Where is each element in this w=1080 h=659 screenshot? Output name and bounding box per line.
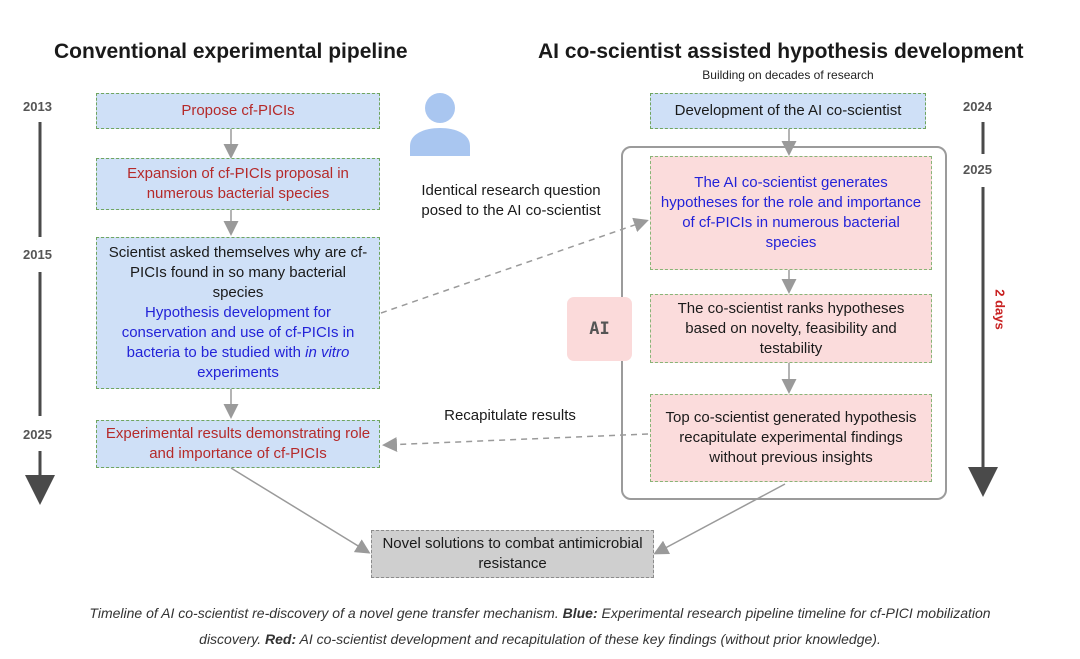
arrow-identical-question — [380, 217, 649, 314]
two-days-label: 2 days — [992, 289, 1008, 330]
caption-line1-c: Experimental research pipeline timeline … — [597, 605, 991, 621]
box-scientist-hypothesis: Scientist asked themselves why are cf-PI… — [96, 237, 380, 389]
label-identical-question: Identical research question posed to the… — [421, 182, 601, 219]
figure-caption-line2: discovery. Red: AI co-scientist developm… — [0, 627, 1080, 652]
hypothesis-text-post: experiments — [197, 364, 279, 381]
box-novel-solutions-text: Novel solutions to combat antimicrobial … — [382, 535, 643, 572]
hypothesis-text-pre: Hypothesis development for conservation … — [121, 304, 355, 361]
box-expansion-text: Expansion of cf-PICIs proposal in numero… — [127, 165, 349, 202]
caption-line2-c: AI co-scientist development and recapitu… — [296, 631, 881, 647]
arrow-recapitulate — [382, 433, 649, 452]
box-propose-cf-picis: Propose cf-PICIs — [96, 93, 380, 129]
arrow-frame-bottom — [653, 483, 786, 555]
year-2015: 2015 — [23, 247, 52, 262]
hypothesis-text: Hypothesis development for conservation … — [103, 303, 373, 383]
box-novel-solutions: Novel solutions to combat antimicrobial … — [371, 530, 654, 578]
year-2025-right: 2025 — [963, 162, 992, 177]
arrow-results-bottom — [230, 467, 371, 554]
scientist-question-text: Scientist asked themselves why are cf-PI… — [108, 244, 368, 301]
caption-line2-bold: Red: — [265, 631, 297, 647]
box-expansion: Expansion of cf-PICIs proposal in numero… — [96, 158, 380, 210]
box-results-text: Experimental results demonstrating role … — [105, 425, 371, 462]
box-development-text: Development of the AI co-scientist — [674, 102, 902, 119]
hypothesis-text-italic: in vitro — [305, 344, 350, 361]
box-ranks-text: The co-scientist ranks hypotheses based … — [677, 299, 905, 357]
box-top-hypothesis: Top co-scientist generated hypothesis re… — [650, 394, 932, 482]
caption-line1-bold: Blue: — [562, 605, 598, 621]
box-top-text: Top co-scientist generated hypothesis re… — [665, 409, 917, 466]
year-2025-left: 2025 — [23, 427, 52, 442]
box-ranks-hypotheses: The co-scientist ranks hypotheses based … — [650, 294, 932, 363]
box-development-ai: Development of the AI co-scientist — [650, 93, 926, 129]
box-generates-text: The AI co-scientist generates hypotheses… — [660, 174, 922, 251]
figure-caption-line1: Timeline of AI co-scientist re-discovery… — [0, 601, 1080, 626]
year-2024: 2024 — [963, 99, 992, 114]
box-propose-text: Propose cf-PICIs — [181, 102, 295, 119]
right-title: AI co-scientist assisted hypothesis deve… — [538, 40, 1024, 63]
caption-line2-a: discovery. — [199, 631, 266, 647]
person-icon — [410, 93, 470, 156]
ai-badge: AI — [567, 297, 632, 361]
left-title: Conventional experimental pipeline — [54, 40, 408, 63]
caption-line1-a: Timeline of AI co-scientist re-discovery… — [89, 605, 563, 621]
label-recapitulate: Recapitulate results — [444, 407, 576, 424]
box-experimental-results: Experimental results demonstrating role … — [96, 420, 380, 468]
right-subtitle: Building on decades of research — [702, 68, 874, 82]
year-2013: 2013 — [23, 99, 52, 114]
box-ai-generates: The AI co-scientist generates hypotheses… — [650, 156, 932, 270]
